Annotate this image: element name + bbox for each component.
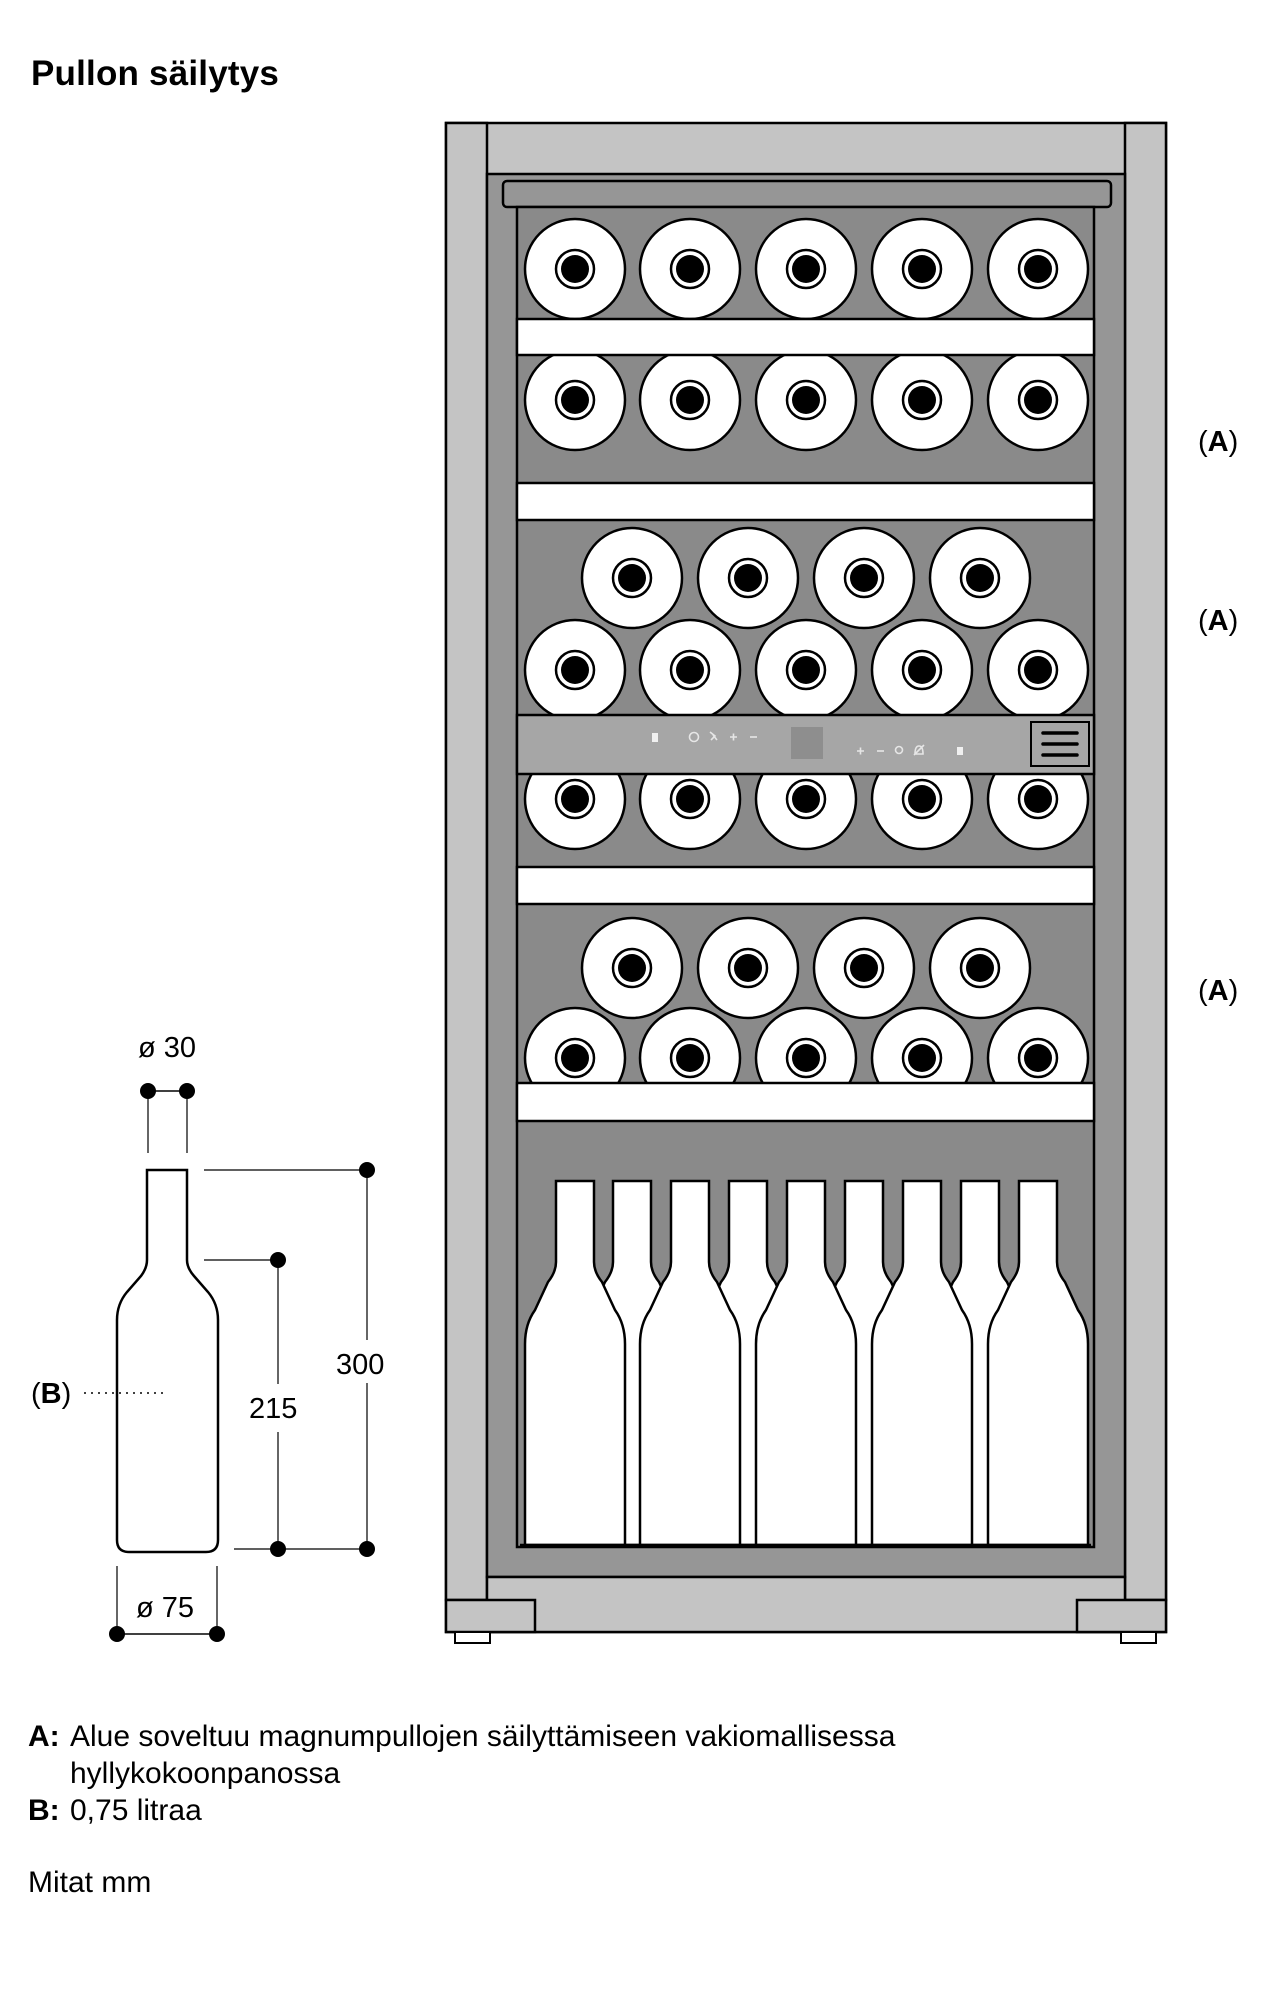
alarm-off-icon[interactable] (913, 744, 925, 756)
dimension-dot (140, 1083, 156, 1099)
dimension-dot (359, 1162, 375, 1178)
dimension-dot (109, 1626, 125, 1642)
foot-left (454, 1631, 491, 1644)
base-plinth (485, 1575, 1127, 1634)
bottle-lying (870, 618, 974, 722)
note-a: A: Alue soveltuu magnumpullojen säilyttä… (28, 1718, 1070, 1792)
cabinet-left-side (444, 121, 489, 1602)
bottle-lying (638, 348, 742, 452)
bottle-lying (754, 348, 858, 452)
bottle-lying (580, 916, 684, 1020)
cabinet-right-side (1123, 121, 1168, 1602)
fan-icon[interactable] (709, 731, 718, 741)
shelf (515, 317, 1096, 357)
dimension-dot (179, 1083, 195, 1099)
bottle-lying (870, 217, 974, 321)
bottle-lying (696, 916, 800, 1020)
bottle-lying (580, 526, 684, 630)
bottle-lying (523, 348, 627, 452)
bottle-lying (986, 217, 1090, 321)
callout-a: (A) (1198, 605, 1238, 637)
shelf (515, 865, 1096, 906)
bottle-dimension-drawing: ø 30 300 215 ø 75 (B) (31, 1032, 384, 1642)
shelves (515, 317, 1096, 1123)
note-b: B: 0,75 litraa (28, 1792, 1070, 1829)
bottle-lying (638, 217, 742, 321)
neck-diameter-label: ø 30 (138, 1032, 196, 1064)
menu-button[interactable] (1030, 721, 1090, 767)
callout-a: (A) (1198, 975, 1238, 1007)
units-note: Mitat mm (28, 1866, 152, 1899)
bottle-lying (870, 348, 974, 452)
label-b: (B) (31, 1378, 71, 1410)
bottle-lying (696, 526, 800, 630)
display (791, 727, 823, 759)
bottle-lying (812, 916, 916, 1020)
callout-a: (A) (1198, 426, 1238, 458)
foot-block-left (444, 1598, 537, 1634)
notes: A: Alue soveltuu magnumpullojen säilyttä… (28, 1718, 1070, 1829)
dimension-dot (270, 1252, 286, 1268)
bottle-lying (638, 618, 742, 722)
shoulder-height-label: 215 (249, 1393, 297, 1425)
top-trim-bar (501, 179, 1113, 209)
menu-icon[interactable] (1041, 731, 1079, 757)
foot-right (1120, 1631, 1157, 1644)
door-icon[interactable] (652, 733, 658, 742)
total-height-label: 300 (336, 1349, 384, 1381)
note-text: 0,75 litraa (70, 1794, 202, 1827)
note-key: A: (28, 1720, 60, 1753)
bottle-lying (754, 618, 858, 722)
shelf (515, 1081, 1096, 1123)
bottle-lying (523, 618, 627, 722)
power-icon[interactable] (688, 731, 700, 743)
upright-bottles (520, 1179, 1091, 1547)
bottle-outline (115, 1168, 220, 1554)
plus-icon[interactable] (730, 733, 737, 741)
control-panel (515, 713, 1096, 776)
note-text: Alue soveltuu magnumpullojen säilyttämis… (70, 1720, 896, 1790)
bottle-lying (986, 618, 1090, 722)
bottle-lying (754, 217, 858, 321)
light-icon[interactable] (894, 745, 904, 755)
dimension-dot (270, 1541, 286, 1557)
dimension-dot (209, 1626, 225, 1642)
bottle-lying (928, 916, 1032, 1020)
plus-icon[interactable] (857, 747, 864, 755)
note-key: B: (28, 1794, 60, 1827)
lock-icon[interactable] (957, 747, 963, 755)
bottle-lying (812, 526, 916, 630)
body-diameter-label: ø 75 (136, 1592, 194, 1624)
shelf (515, 481, 1096, 522)
bottle-lying (523, 217, 627, 321)
page-title: Pullon säilytys (31, 54, 280, 93)
foot-block-right (1075, 1598, 1168, 1634)
bottle-lying (986, 348, 1090, 452)
bottle-lying (928, 526, 1032, 630)
